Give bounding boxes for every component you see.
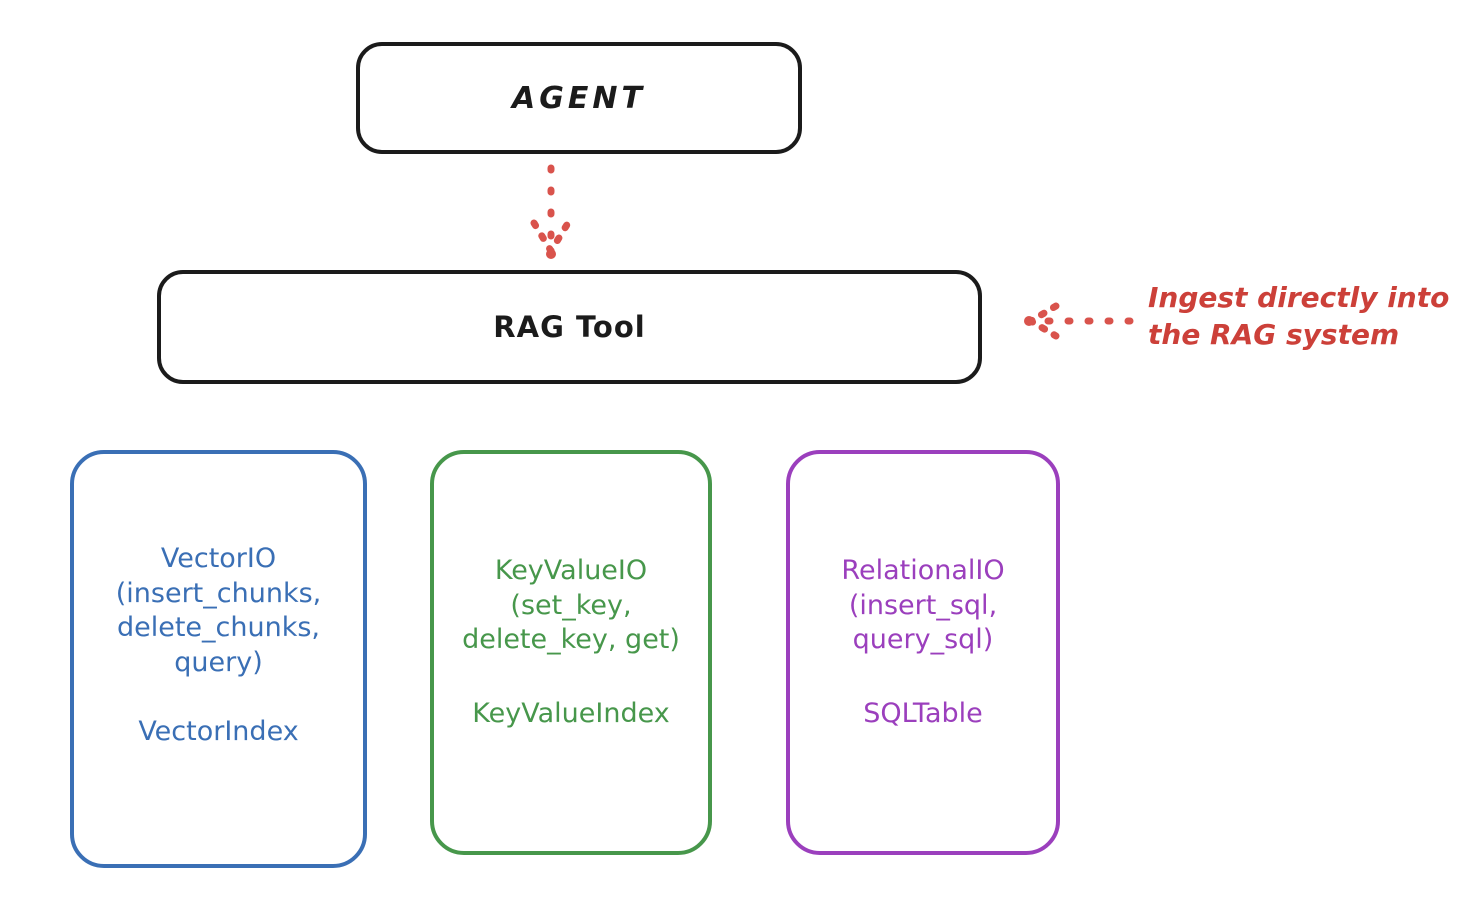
- relationalio-api-label: RelationalIO (insert_sql, query_sql): [841, 555, 1005, 656]
- rag-tool-node-label: RAG Tool: [493, 310, 646, 344]
- agent-node[interactable]: AGENT: [356, 42, 802, 154]
- vectorio-index-label: VectorIndex: [138, 716, 299, 748]
- relationalio-node[interactable]: RelationalIO (insert_sql, query_sql) SQL…: [786, 450, 1060, 855]
- rag-tool-node[interactable]: RAG Tool: [157, 270, 982, 384]
- annotation-to-rag-tool-arrow-icon: [1024, 302, 1136, 340]
- keyvalueio-api-label: KeyValueIO (set_key, delete_key, get): [462, 555, 680, 656]
- agent-to-rag-tool-arrow-icon: [530, 164, 572, 259]
- keyvalueio-node[interactable]: KeyValueIO (set_key, delete_key, get) Ke…: [430, 450, 712, 855]
- agent-node-label: AGENT: [512, 80, 646, 116]
- vectorio-node[interactable]: VectorIO (insert_chunks, delete_chunks, …: [70, 450, 367, 868]
- vectorio-api-label: VectorIO (insert_chunks, delete_chunks, …: [115, 543, 322, 678]
- relationalio-index-label: SQLTable: [863, 697, 983, 729]
- keyvalueio-index-label: KeyValueIndex: [472, 697, 670, 729]
- ingest-annotation-label: Ingest directly into the RAG system: [1148, 281, 1450, 351]
